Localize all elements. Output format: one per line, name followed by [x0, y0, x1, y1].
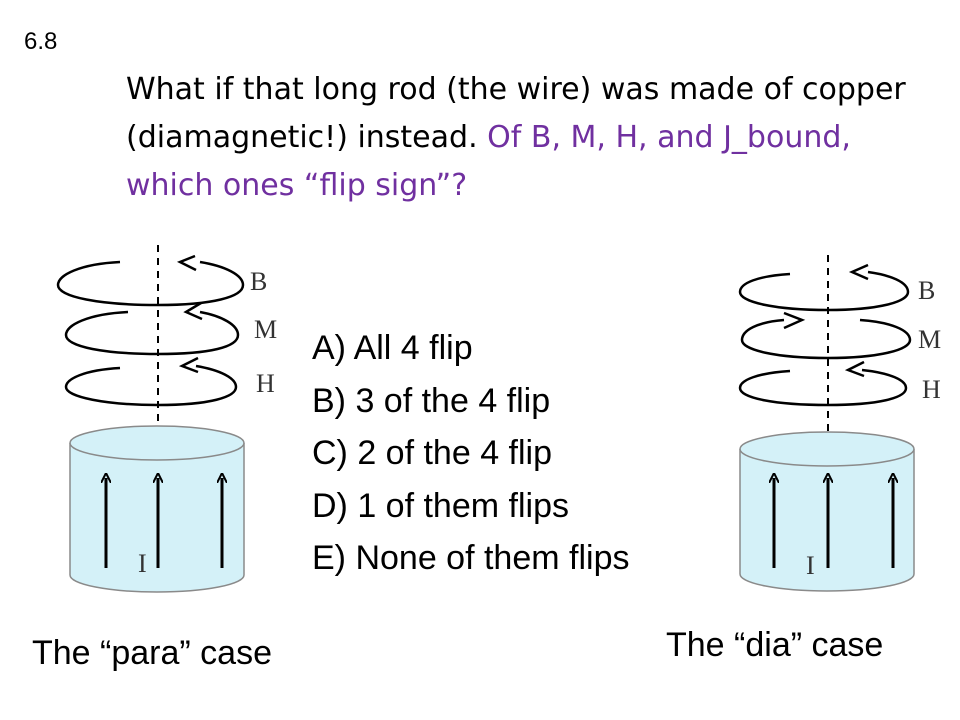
dia-label-current: I — [806, 551, 815, 580]
option-d: D) 1 of them flips — [312, 486, 569, 525]
dia-b-arrow — [848, 263, 869, 281]
dia-label-m: M — [918, 325, 941, 354]
answer-options: A) All 4 flip B) 3 of the 4 flip C) 2 of… — [312, 322, 629, 585]
para-b-loop — [56, 260, 245, 307]
dia-label-h: H — [922, 375, 941, 404]
para-h-loop — [64, 364, 238, 407]
dia-m-arrow — [783, 311, 806, 330]
dia-m-loop — [740, 318, 912, 360]
para-diagram: B M H I — [56, 245, 277, 593]
para-label-m: M — [254, 315, 277, 344]
para-m-loop — [64, 310, 240, 356]
dia-diagram: B M H I — [738, 255, 941, 592]
para-caption: The “para” case — [32, 634, 272, 672]
slide-number: 6.8 — [24, 28, 58, 55]
dia-h-arrow — [844, 360, 865, 378]
question-text: What if that long rod (the wire) was mad… — [126, 66, 926, 210]
dia-label-b: B — [918, 276, 935, 305]
para-label-b: B — [250, 267, 267, 296]
para-h-arrow — [178, 356, 199, 374]
question-part2: Of B, M, H, and J_bound, which ones “fli… — [126, 120, 851, 203]
option-b: B) 3 of the 4 flip — [312, 381, 551, 420]
option-c: C) 2 of the 4 flip — [312, 434, 553, 472]
dia-b-loop — [738, 270, 910, 312]
para-m-arrow — [183, 301, 203, 321]
para-label-h: H — [256, 369, 275, 398]
dia-caption: The “dia” case — [666, 626, 884, 664]
para-cylinder-top — [69, 425, 245, 461]
question-part1: What if that long rod (the wire) was mad… — [126, 72, 906, 155]
para-b-arrow — [176, 254, 197, 272]
option-a: A) All 4 flip — [312, 329, 473, 367]
para-label-current: I — [138, 549, 147, 578]
option-e: E) None of them flips — [312, 539, 630, 577]
dia-cylinder-top — [739, 431, 915, 467]
dia-h-loop — [738, 368, 908, 407]
